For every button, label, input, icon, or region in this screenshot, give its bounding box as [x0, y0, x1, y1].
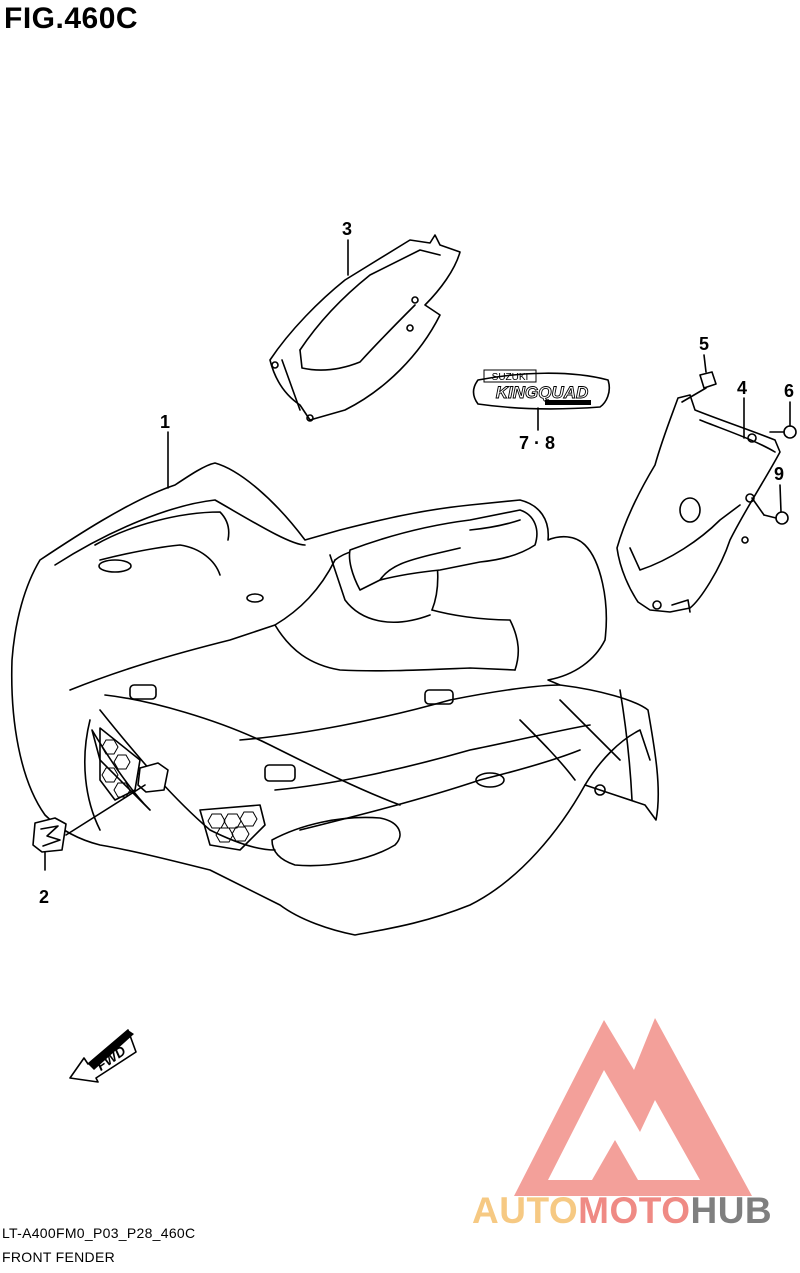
watermark-auto: AUTO	[472, 1190, 579, 1231]
bolt-part-9	[751, 484, 789, 525]
cover-part-3	[269, 234, 461, 422]
figure-title: FIG.460C	[4, 2, 139, 35]
emblem-brand-text: SUZUKI	[492, 372, 529, 383]
callout-1: 1	[160, 412, 170, 432]
watermark-logo	[514, 1018, 752, 1196]
callout-4: 4	[737, 378, 747, 398]
callout-6: 6	[784, 381, 794, 401]
forward-direction-arrow: FWD	[69, 1029, 137, 1083]
left-grille-mesh	[101, 739, 131, 798]
clip-part-5	[681, 354, 717, 403]
front-fender-part-1	[10, 462, 660, 936]
side-cover-part-4	[616, 394, 781, 613]
watermark-hub: HUB	[690, 1190, 773, 1231]
watermark-moto: MOTO	[578, 1190, 691, 1231]
diagram-name: FRONT FENDER	[2, 1249, 116, 1265]
bolt-part-6	[769, 401, 797, 439]
kingquad-emblem-part-7-8: SUZUKI KINGQUAD	[472, 369, 611, 410]
callout-3: 3	[342, 219, 352, 239]
watermark-text: AUTOMOTOHUB	[472, 1190, 772, 1232]
callout-7-8: 7 · 8	[519, 433, 555, 453]
center-grille-mesh	[207, 811, 258, 843]
callout-9: 9	[774, 464, 784, 484]
leader-lines	[44, 239, 745, 871]
emblem-model-text: KINGQUAD	[496, 383, 589, 402]
diagram-code: LT-A400FM0_P03_P28_460C	[2, 1225, 196, 1241]
callout-5: 5	[699, 334, 709, 354]
emblem-part-2	[32, 762, 169, 853]
callout-2: 2	[39, 887, 49, 907]
